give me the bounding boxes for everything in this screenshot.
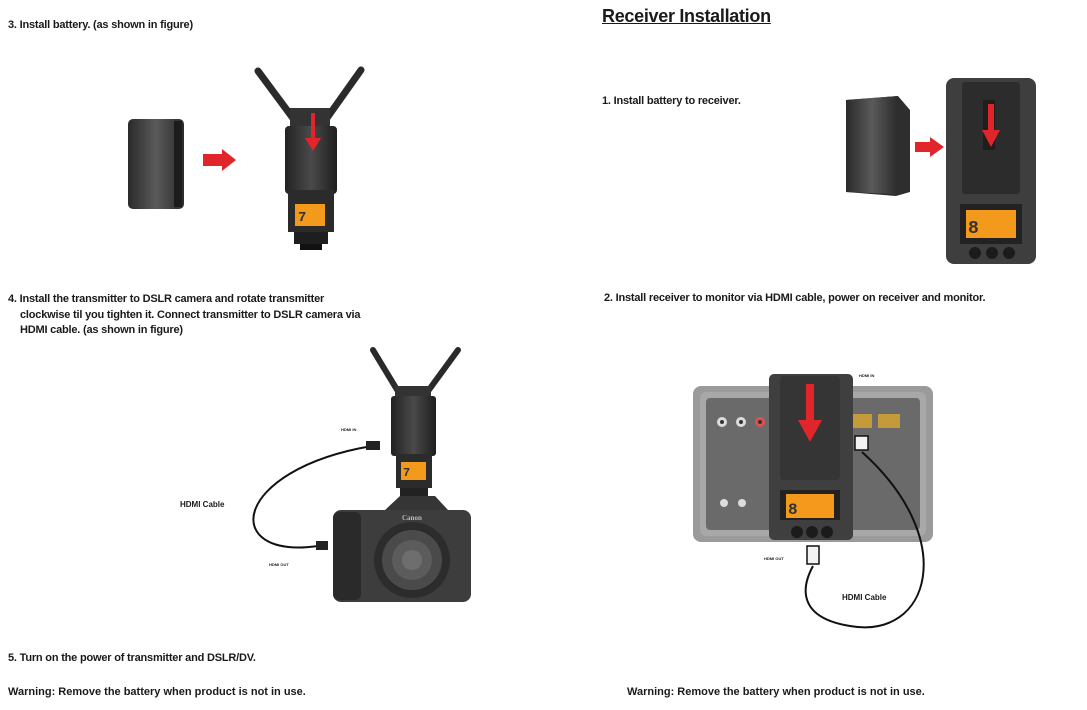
- svg-text:8: 8: [788, 501, 798, 519]
- hdmi-plug-in-icon: [366, 441, 380, 450]
- step3-text: 3. Install battery. (as shown in figure): [8, 19, 193, 31]
- receiver-step1: 1. Install battery to receiver.: [602, 95, 741, 107]
- lcd-display: [295, 204, 325, 226]
- left-hdmi-cable-label: HDMI Cable: [180, 500, 225, 509]
- right-hdmi-in-label: HDMI IN: [859, 373, 875, 378]
- right-warning: Warning: Remove the battery when product…: [627, 686, 925, 698]
- left-warning: Warning: Remove the battery when product…: [8, 686, 306, 698]
- step4-line3: HDMI cable. (as shown in figure): [20, 324, 183, 336]
- receiver-heading: Receiver Installation: [602, 6, 771, 26]
- right-hdmi-cable-label: HDMI Cable: [842, 593, 887, 602]
- step5-text: 5. Turn on the power of transmitter and …: [8, 652, 256, 664]
- battery-icon: [128, 119, 184, 209]
- hdmi-plug-out-icon: [316, 541, 328, 550]
- down-arrow-icon: [305, 113, 321, 151]
- step4-line1: 4. Install the transmitter to DSLR camer…: [8, 293, 325, 305]
- svg-text:7: 7: [298, 210, 306, 226]
- left-hdmi-out-label: HDMI OUT: [269, 562, 289, 567]
- receiver-step2: 2. Install receiver to monitor via HDMI …: [604, 292, 986, 304]
- left-hdmi-in-label: HDMI IN: [341, 427, 357, 432]
- svg-text:8: 8: [968, 219, 979, 239]
- right-hdmi-out-label: HDMI OUT: [764, 556, 784, 561]
- svg-text:7: 7: [403, 466, 410, 480]
- camera-brand: Canon: [402, 514, 422, 522]
- step4-line2: clockwise til you tighten it. Connect tr…: [20, 309, 361, 321]
- insert-arrow-icon: [203, 149, 236, 171]
